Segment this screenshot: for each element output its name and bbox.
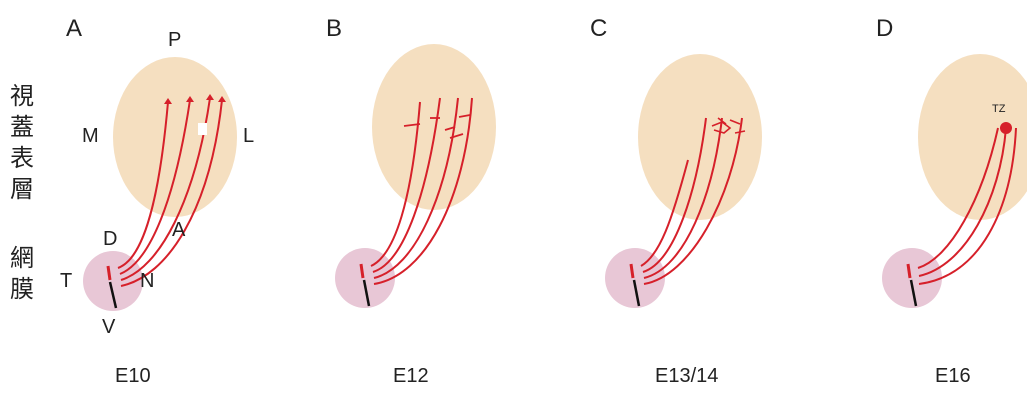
retina-temporal-patch bbox=[108, 266, 110, 280]
retina-label-char-2: 膜 bbox=[10, 275, 34, 303]
retina-temporal-patch bbox=[908, 264, 910, 278]
panel-letter-d: D bbox=[876, 15, 893, 42]
tectum-oval bbox=[918, 54, 1027, 220]
retina-circle bbox=[605, 248, 665, 308]
tectum-label-char-4: 層 bbox=[10, 175, 34, 203]
retina-temporal-label: T bbox=[60, 270, 72, 292]
tectum-label-char-3: 表 bbox=[10, 144, 34, 172]
tectum-side-label: 視 蓋 表 層 bbox=[10, 82, 34, 203]
retina-ventral-label: V bbox=[102, 316, 116, 338]
stage-label-c: E13/14 bbox=[655, 365, 718, 387]
tectum-oval bbox=[372, 44, 496, 210]
retina-side-label: 網 膜 bbox=[10, 244, 34, 303]
retina-dorsal-label: D bbox=[103, 228, 117, 250]
retina-circle bbox=[335, 248, 395, 308]
tectum-medial-label: M bbox=[82, 125, 99, 147]
panel-b: B E12 bbox=[326, 15, 496, 387]
panel-c: C E13/14 bbox=[590, 15, 762, 387]
termination-zone-dot bbox=[1000, 122, 1012, 134]
retina-temporal-patch bbox=[361, 264, 363, 278]
retina-temporal-patch bbox=[631, 264, 633, 278]
tectum-label-char-1: 視 bbox=[10, 82, 34, 110]
tectum-oval bbox=[113, 57, 237, 217]
tectum-highlight bbox=[198, 123, 207, 135]
stage-label-b: E12 bbox=[393, 365, 429, 387]
panel-letter-b: B bbox=[326, 15, 342, 42]
retina-nasal-label: N bbox=[140, 270, 154, 292]
tectum-oval bbox=[638, 54, 762, 220]
retina-label-char-1: 網 bbox=[10, 244, 34, 272]
retina-circle bbox=[882, 248, 942, 308]
tectum-posterior-label: P bbox=[168, 29, 181, 51]
panel-letter-a: A bbox=[66, 15, 82, 42]
panel-letter-c: C bbox=[590, 15, 607, 42]
tectum-anterior-label: A bbox=[172, 219, 186, 241]
tectum-label-char-2: 蓋 bbox=[10, 113, 34, 141]
stage-label-a: E10 bbox=[115, 365, 151, 387]
termination-zone-label: TZ bbox=[992, 103, 1006, 115]
stage-label-d: E16 bbox=[935, 365, 971, 387]
panel-a: A P M L A D T N V E10 bbox=[60, 15, 254, 387]
panel-d: D TZ E16 bbox=[876, 15, 1027, 387]
tectum-lateral-label: L bbox=[243, 125, 254, 147]
